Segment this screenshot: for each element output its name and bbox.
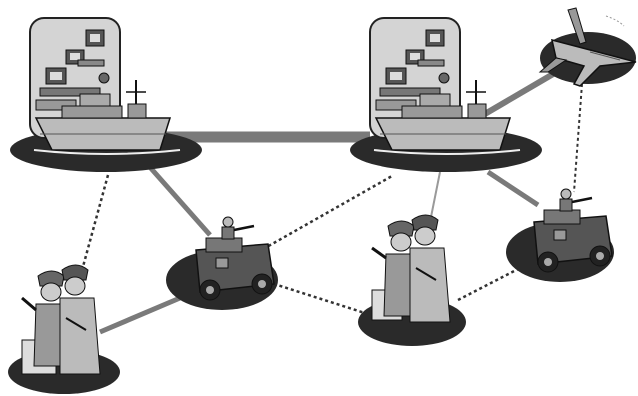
soldier-figure-icon bbox=[59, 264, 101, 375]
warship-icon bbox=[373, 80, 521, 155]
link-ship1-vehicle1 bbox=[146, 163, 212, 237]
gunner-figure-icon bbox=[559, 188, 593, 212]
links bbox=[76, 67, 583, 335]
link-soldiers2-vehicle2 bbox=[457, 266, 521, 302]
vehicle1-node bbox=[195, 216, 275, 301]
link-vehicle1-soldiers2 bbox=[267, 280, 369, 316]
soldiers1-node bbox=[21, 264, 101, 375]
fighter-jet-icon bbox=[538, 7, 637, 87]
link-aircraft-vehicle2 bbox=[573, 83, 583, 193]
vehicle2-node bbox=[533, 188, 613, 273]
armored-vehicle-icon bbox=[195, 237, 275, 301]
computer-console-icon bbox=[375, 29, 450, 111]
link-ship2-aircraft bbox=[476, 67, 562, 121]
link-ship1-soldiers1 bbox=[76, 174, 110, 286]
link-ship2-vehicle2 bbox=[486, 169, 540, 208]
ship1-node bbox=[29, 17, 181, 155]
link-vehicle1-ship2 bbox=[257, 174, 393, 254]
warship-icon bbox=[33, 80, 181, 155]
ship2-node bbox=[369, 17, 521, 155]
soldier-figure-icon bbox=[409, 214, 451, 323]
computer-console-icon bbox=[35, 29, 110, 111]
link-vehicle1-soldiers1 bbox=[99, 295, 181, 335]
gunner-figure-icon bbox=[221, 216, 255, 240]
soldiers2-node bbox=[371, 214, 451, 323]
